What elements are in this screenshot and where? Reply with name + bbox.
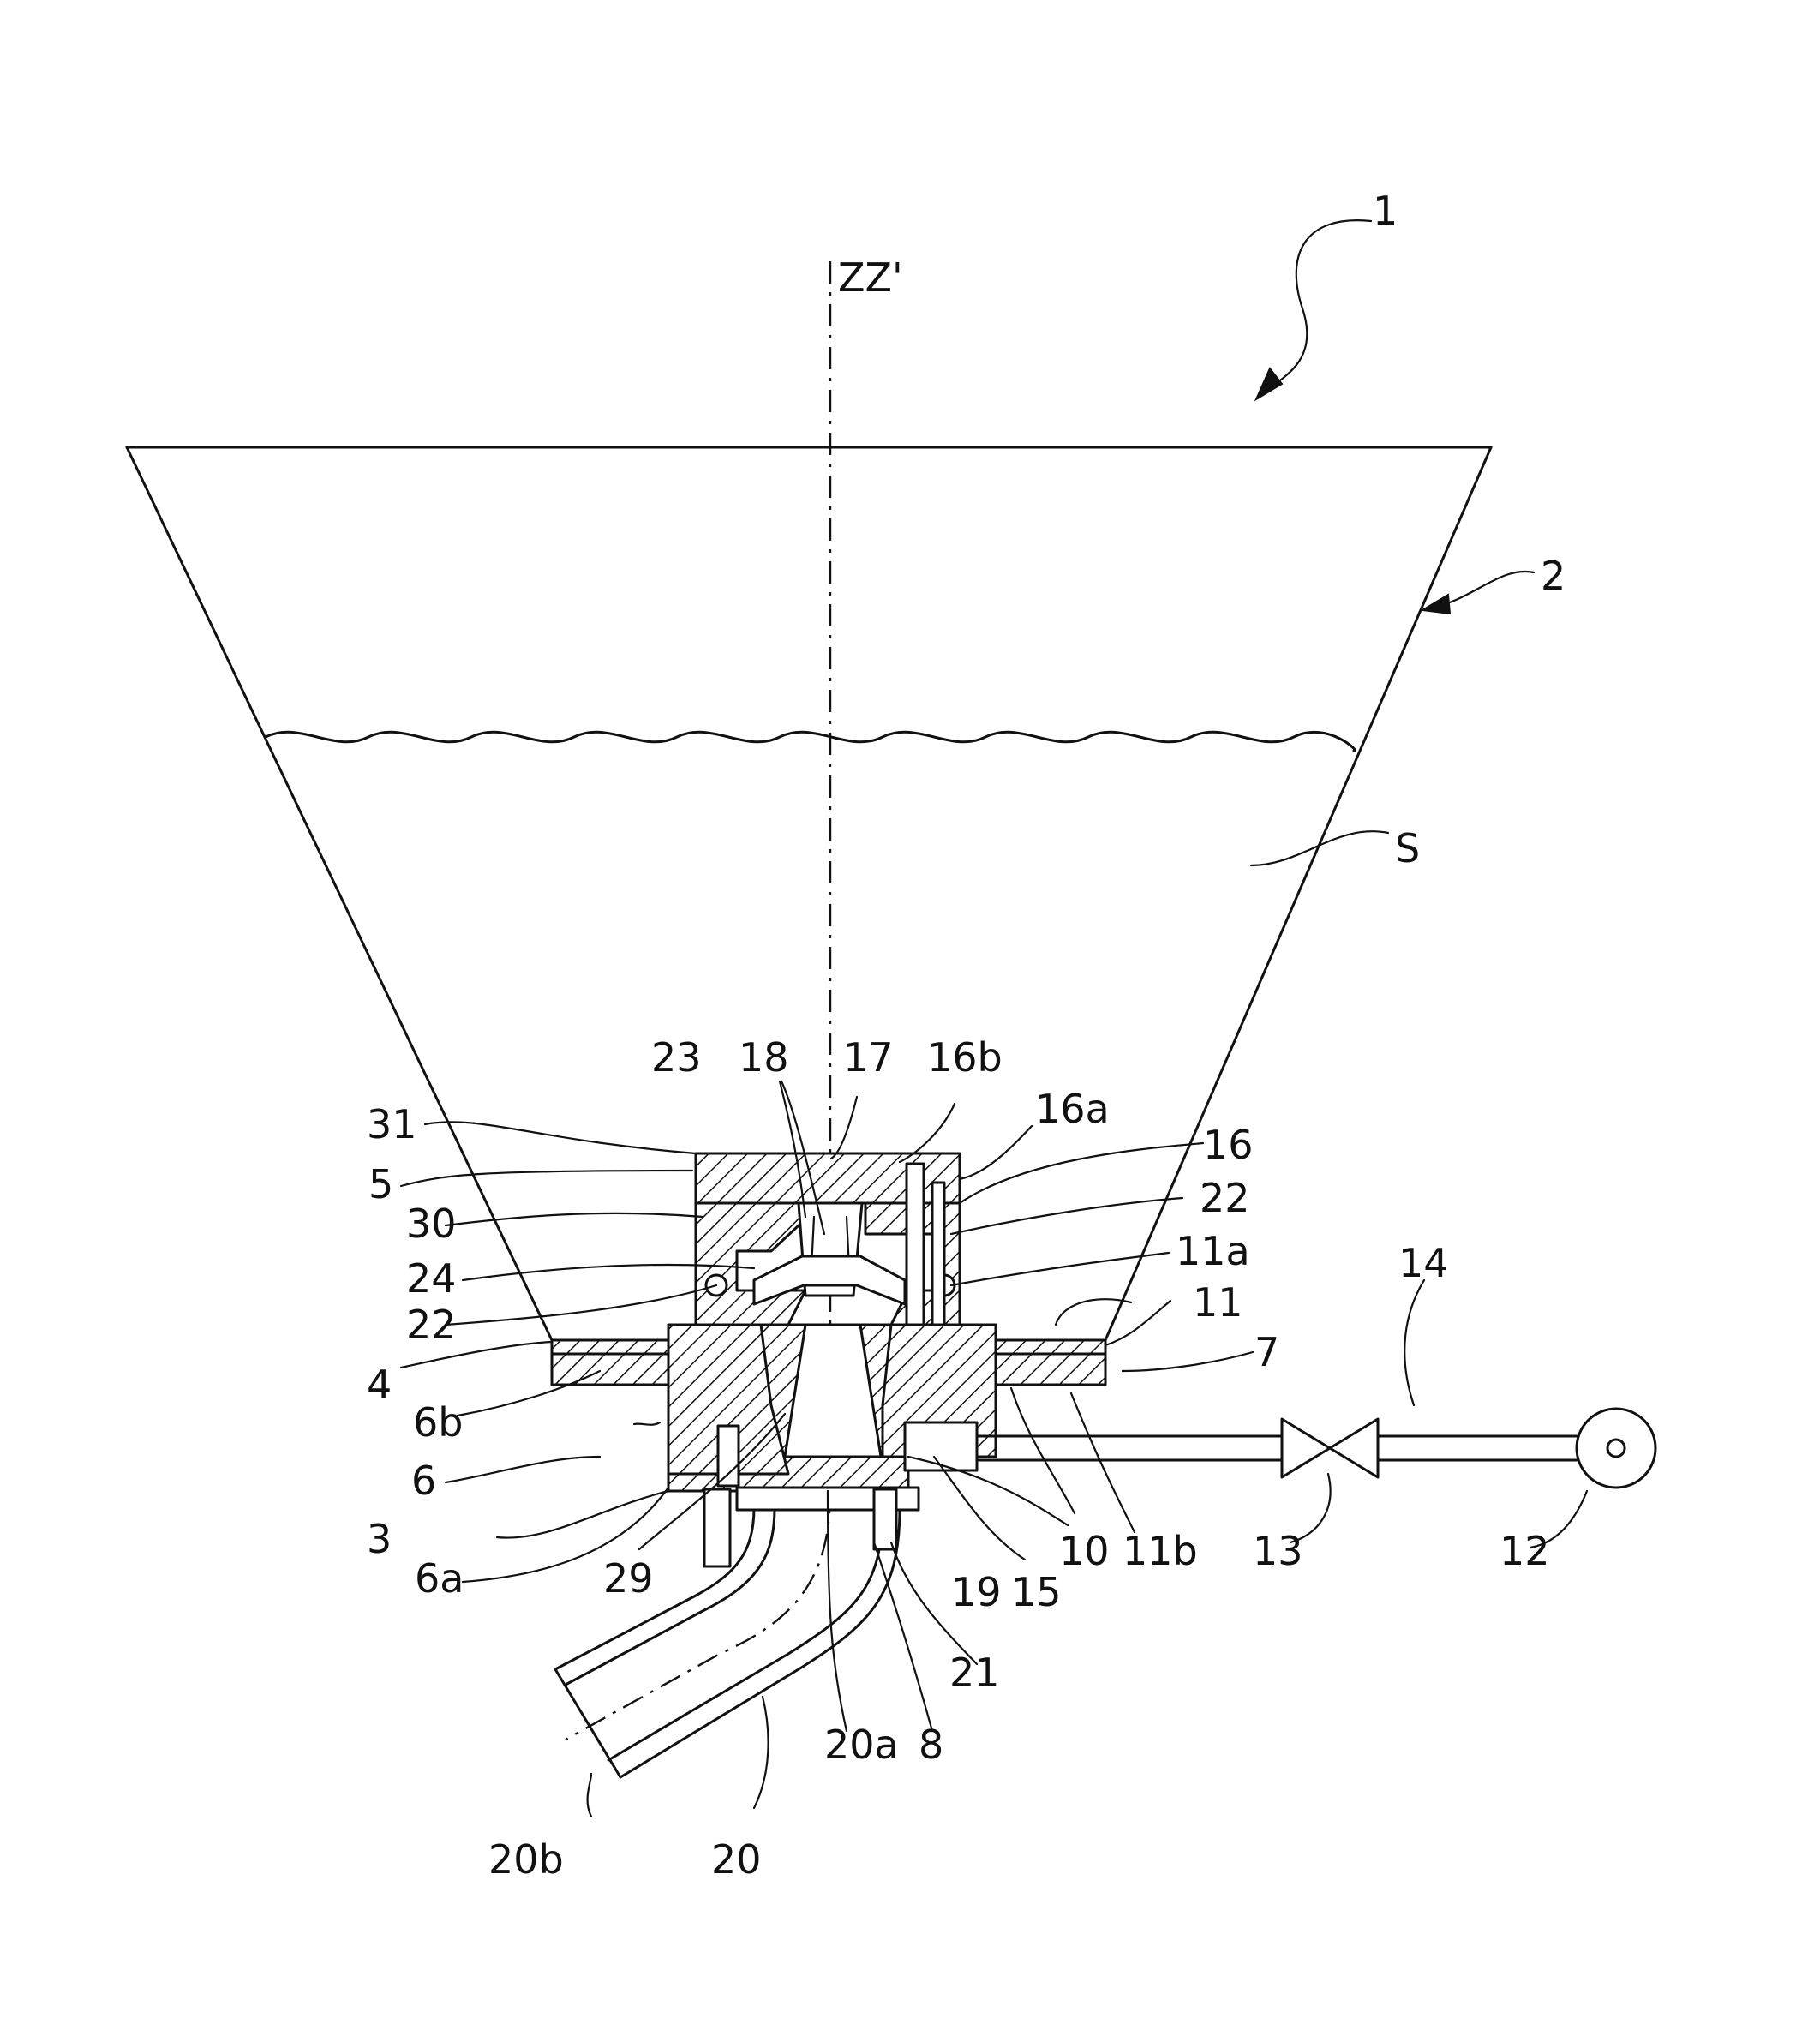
label-22-left: 22 (406, 1302, 457, 1348)
bolt-right (874, 1489, 896, 1549)
labels: ZZ' 1 2 S 31 5 30 24 22 4 6b 6 3 6a 29 2… (367, 188, 1566, 1883)
label-6: 6 (411, 1458, 436, 1504)
label-16a: 16a (1035, 1086, 1110, 1132)
label-15: 15 (1011, 1569, 1062, 1615)
label-22-right: 22 (1200, 1175, 1250, 1221)
label-13: 13 (1253, 1528, 1303, 1574)
liquid-surface (266, 732, 1356, 751)
label-5: 5 (368, 1161, 393, 1207)
label-3: 3 (367, 1516, 392, 1562)
label-31: 31 (367, 1101, 417, 1147)
label-30: 30 (406, 1201, 457, 1247)
label-20: 20 (711, 1836, 762, 1883)
label-6b: 6b (413, 1399, 463, 1446)
label-21: 21 (949, 1650, 1000, 1696)
label-8: 8 (919, 1722, 943, 1768)
label-24: 24 (406, 1255, 457, 1302)
label-4: 4 (367, 1362, 392, 1408)
label-2: 2 (1541, 553, 1566, 599)
label-20a: 20a (824, 1722, 899, 1768)
label-19: 19 (951, 1569, 1002, 1615)
label-7: 7 (1254, 1329, 1279, 1375)
label-16: 16 (1203, 1122, 1254, 1168)
supply-line (977, 1409, 1655, 1488)
label-12: 12 (1500, 1528, 1550, 1574)
label-17: 17 (843, 1034, 894, 1081)
label-10: 10 (1059, 1528, 1110, 1574)
label-20b: 20b (488, 1836, 564, 1883)
label-18: 18 (739, 1034, 789, 1081)
label-14: 14 (1398, 1240, 1449, 1286)
valve-13 (1282, 1419, 1378, 1477)
label-11a: 11a (1176, 1228, 1250, 1274)
label-11: 11 (1193, 1279, 1243, 1326)
label-29: 29 (603, 1555, 654, 1602)
label-S: S (1395, 825, 1420, 871)
label-6a: 6a (415, 1555, 464, 1602)
bolt-left (704, 1489, 730, 1566)
label-11b: 11b (1123, 1528, 1198, 1574)
label-23: 23 (651, 1034, 702, 1081)
axis-label: ZZ' (838, 254, 903, 301)
label-16b: 16b (927, 1034, 1003, 1081)
fitting-10 (905, 1422, 977, 1470)
label-1: 1 (1373, 188, 1398, 234)
